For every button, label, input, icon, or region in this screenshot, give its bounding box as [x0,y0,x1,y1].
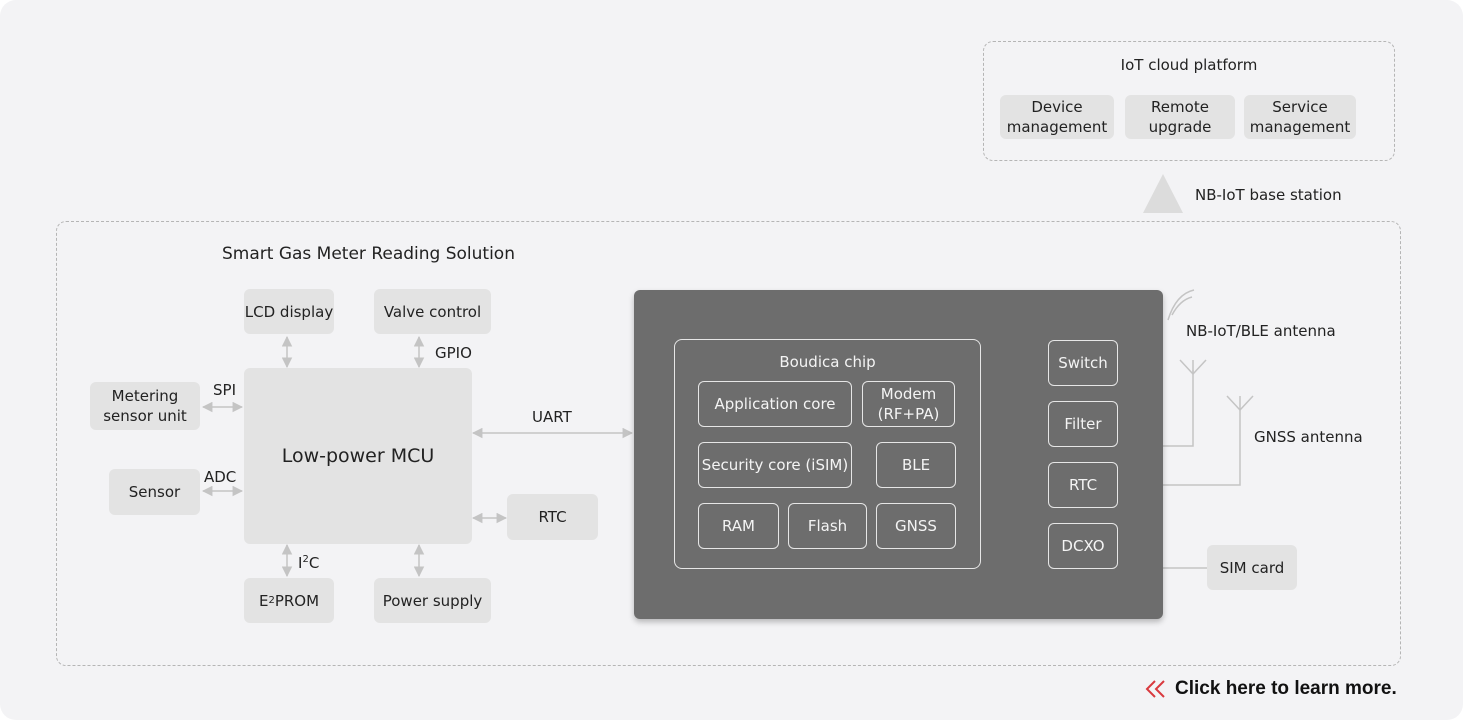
learn-more-label: Click here to learn more. [1175,678,1397,699]
signal-wave-1 [1171,296,1193,316]
device-management-box: Device management [1000,95,1114,139]
remote-upgrade-box: Remote upgrade [1125,95,1235,139]
modem-box: Modem (RF+PA) [862,381,955,427]
adc-label: ADC [204,468,237,486]
solution-container [56,221,1401,666]
power-supply-box: Power supply [374,578,491,623]
gnss-box: GNSS [876,503,956,549]
service-management-box: Service management [1244,95,1356,139]
dcxo-box: DCXO [1048,523,1118,569]
double-chevron-left-icon [1145,680,1165,698]
cloud-title: IoT cloud platform [1120,56,1258,74]
uart-label: UART [532,408,572,426]
learn-more-link[interactable]: Click here to learn more. [1145,678,1397,700]
gnss-antenna-label: GNSS antenna [1254,428,1363,446]
chip-title: Boudica chip [779,353,876,371]
ram-box: RAM [698,503,779,549]
sim-card-box: SIM card [1207,545,1297,590]
signal-wave-2 [1167,289,1195,321]
lcd-display-box: LCD display [244,289,334,334]
switch-box: Switch [1048,340,1118,386]
base-station-icon [1143,174,1183,213]
chip-module-panel [634,290,1163,619]
i2c-label: I2C [298,554,320,572]
nb-antenna-line [1163,370,1194,447]
filter-box: Filter [1048,401,1118,447]
nb-antenna-label: NB-IoT/BLE antenna [1186,322,1336,340]
valve-control-box: Valve control [374,289,491,334]
metering-sensor-box: Metering sensor unit [90,382,200,430]
mcu-rtc-box: RTC [507,494,598,540]
ble-box: BLE [876,442,956,488]
application-core-box: Application core [698,381,852,427]
low-power-mcu: Low-power MCU [244,368,472,544]
flash-box: Flash [788,503,867,549]
base-station-label: NB-IoT base station [1195,186,1342,204]
iot-cloud-platform: IoT cloud platform [983,41,1395,161]
security-core-box: Security core (iSIM) [698,442,852,488]
boudica-chip [674,339,981,569]
chip-rtc-box: RTC [1048,462,1118,508]
gnss-antenna-line [1163,408,1241,486]
gpio-label: GPIO [435,344,472,362]
spi-label: SPI [213,381,236,399]
sensor-box: Sensor [109,469,200,515]
solution-title: Smart Gas Meter Reading Solution [222,244,515,264]
